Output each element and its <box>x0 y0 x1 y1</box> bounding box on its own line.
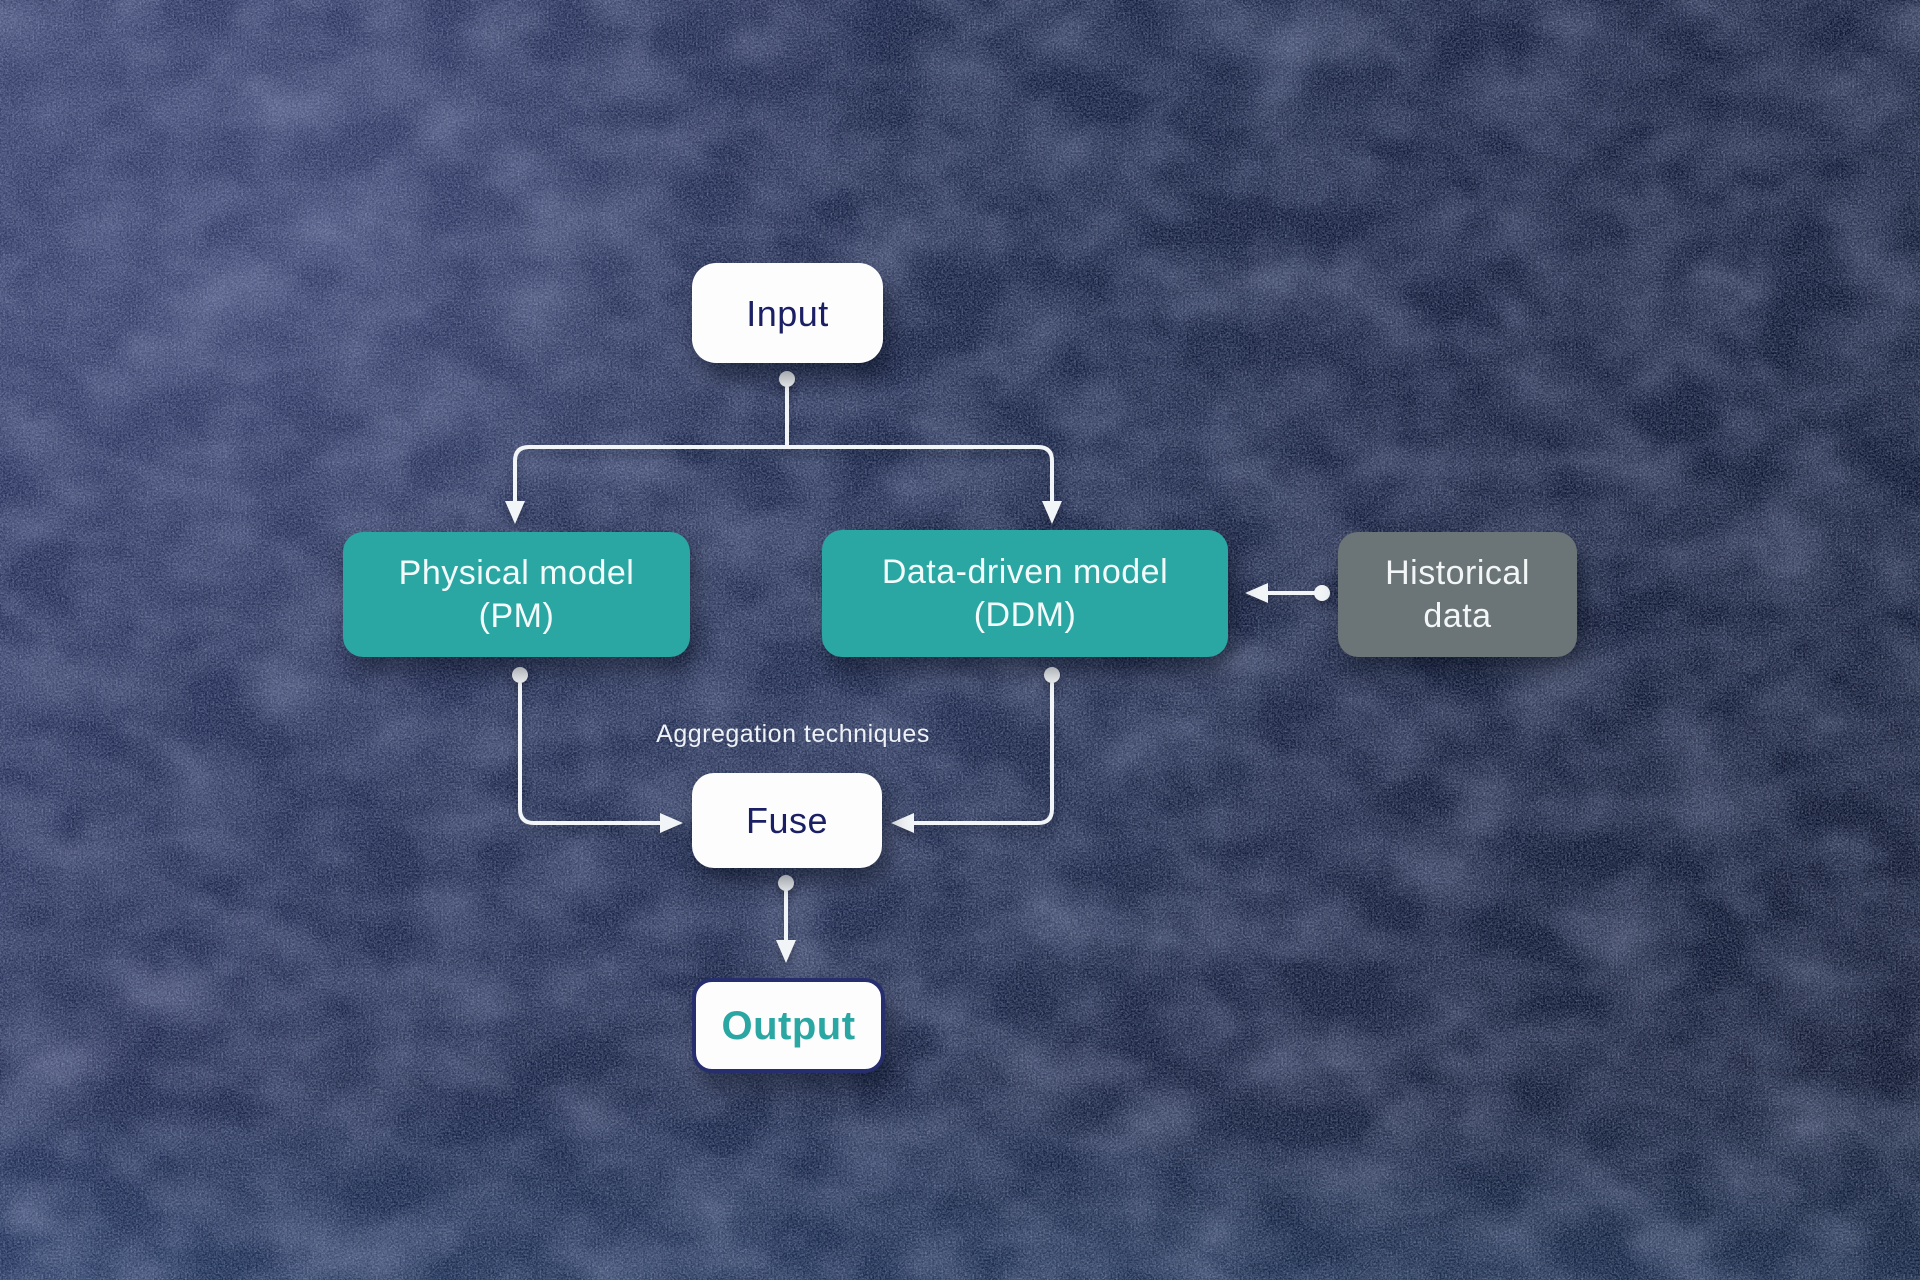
aggregation-techniques-label: Aggregation techniques <box>656 720 930 748</box>
edge-historical-to-ddm <box>1245 583 1330 603</box>
edge-fuse-to-output <box>776 875 796 963</box>
node-ddm-line2: (DDM) <box>973 595 1077 634</box>
node-ddm-line1: Data-driven model <box>881 553 1169 591</box>
node-fuse: Fuse <box>692 773 882 868</box>
node-output-label: Output <box>721 1003 856 1048</box>
node-pm-line1: Physical model <box>398 554 635 592</box>
node-hist-line1: Historical <box>1385 554 1530 592</box>
edge-ddm-to-fuse <box>891 667 1060 833</box>
node-physical-model: Physical model (PM) <box>343 532 690 657</box>
node-data-driven-model: Data-driven model (DDM) <box>822 530 1228 657</box>
node-pm-line2: (PM) <box>478 596 555 635</box>
edge-pm-to-fuse <box>512 667 683 833</box>
node-hist-line2: data <box>1423 596 1492 635</box>
node-input: Input <box>692 263 883 363</box>
node-input-label: Input <box>746 292 829 334</box>
node-output: Output <box>692 978 885 1073</box>
edge-input-branch <box>505 371 1062 524</box>
node-historical-data: Historical data <box>1338 532 1577 657</box>
node-fuse-label: Fuse <box>745 800 829 841</box>
